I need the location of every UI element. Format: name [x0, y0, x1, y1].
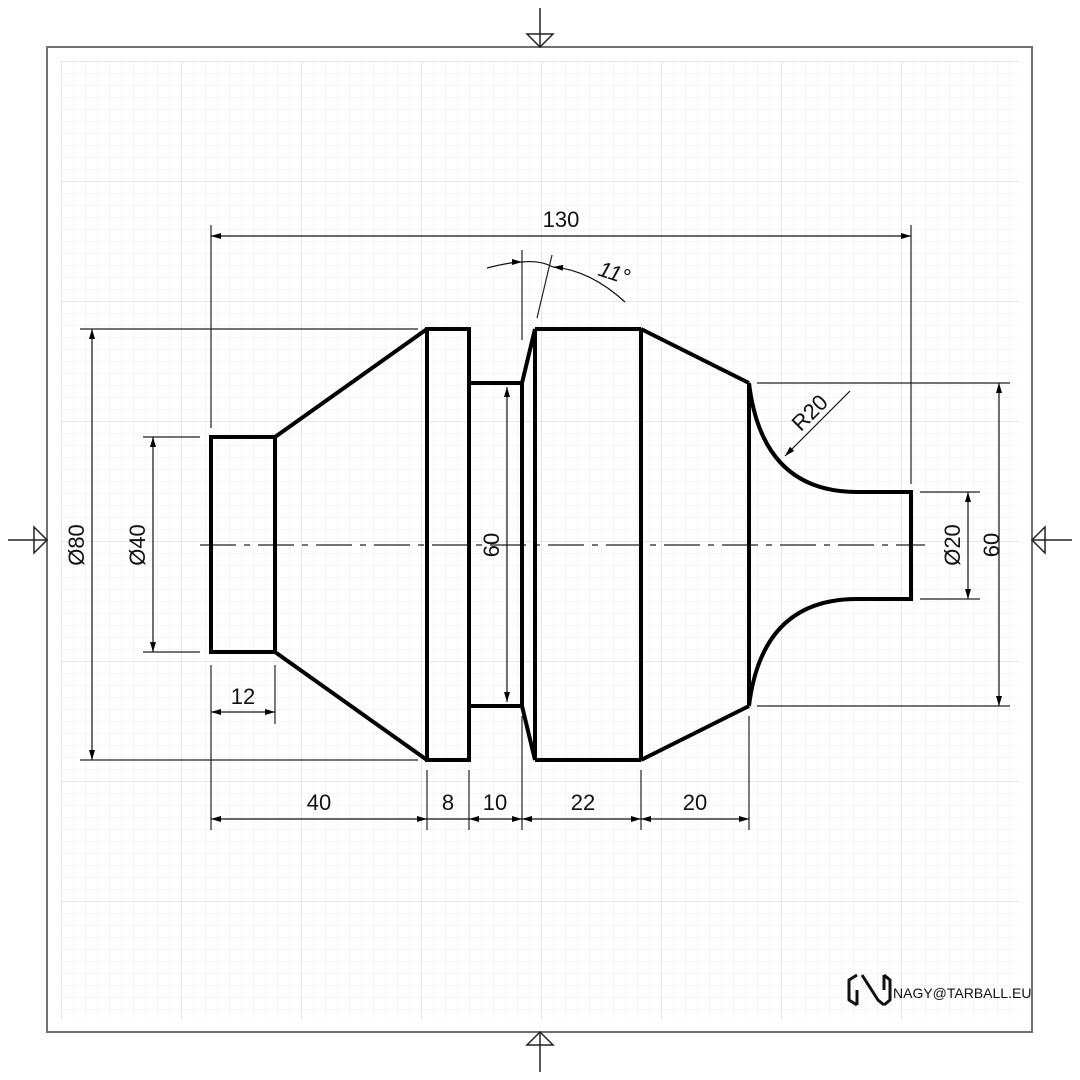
centering-marks [8, 8, 1072, 1072]
part-outline [209, 327, 913, 762]
dimension-lines [89, 233, 1002, 822]
dim-len-right-cone: 20 [683, 790, 707, 815]
dim-dia-right-end: Ø20 [940, 524, 965, 566]
centering-mark-left-icon [8, 525, 49, 555]
dim-dia-left-end: Ø40 [125, 524, 150, 566]
dim-len-cylinder: 22 [571, 790, 595, 815]
centering-mark-top-icon [525, 8, 555, 49]
dim-len-end: 12 [231, 684, 255, 709]
dim-dia-right-flange: 60 [979, 533, 1004, 557]
dim-len-collar: 8 [442, 790, 454, 815]
dim-dia-groove: 60 [479, 533, 504, 557]
logo-icon [847, 973, 892, 1007]
dim-overall-length: 130 [543, 207, 580, 232]
extension-lines [80, 225, 1010, 830]
watermark-text: NAGY@TARBALL.EU [893, 985, 1032, 1001]
centering-mark-bottom-icon [525, 1030, 555, 1072]
dim-len-cone: 40 [307, 790, 331, 815]
dim-dia-left-outer: Ø80 [64, 524, 89, 566]
dim-len-groove: 10 [483, 790, 507, 815]
centering-mark-right-icon [1030, 525, 1072, 555]
dimension-labels: 130 11° Ø80 Ø40 60 60 Ø20 R20 12 40 8 10… [64, 207, 1004, 815]
sheet-frame [46, 46, 1033, 1033]
